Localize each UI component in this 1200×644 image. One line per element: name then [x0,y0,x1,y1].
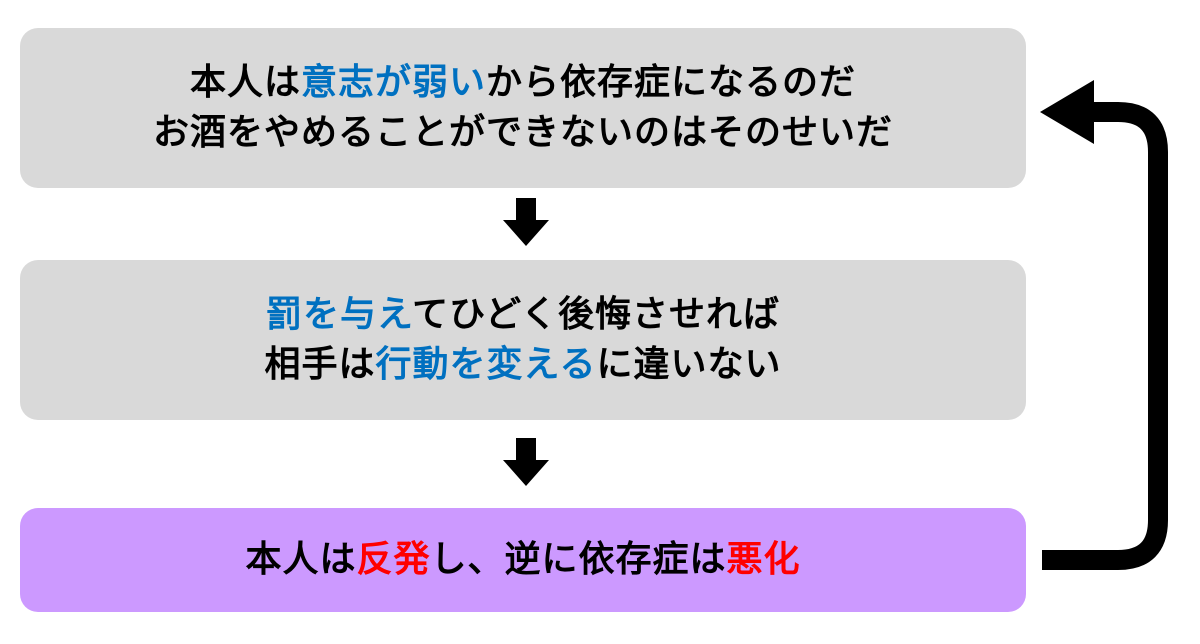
step-box-result: 本人は反発し、逆に依存症は悪化 [20,508,1026,612]
loop-back-arrow-head [1040,80,1094,144]
text-segment: 本人は [245,539,357,580]
text-segment: お酒をやめることができないのはそのせいだ [152,112,893,153]
text-segment: に違いない [596,344,782,385]
loop-back-arrow-line [1042,102,1168,570]
highlight-text-segment: 意志が弱い [300,62,486,103]
down-arrow-shape [503,198,549,246]
box-text-line: 本人は意志が弱いから依存症になるのだ [190,58,856,108]
down-arrow-icon [503,198,549,246]
step-box-punishment: 罰を与えてひどく後悔させれば相手は行動を変えるに違いない [20,260,1026,420]
down-arrow-icon [503,438,549,486]
step-box-belief: 本人は意志が弱いから依存症になるのだお酒をやめることができないのはそのせいだ [20,28,1026,188]
highlight-text-segment: 行動を変える [375,344,597,385]
down-arrow-shape [503,438,549,486]
box-text-line: 本人は反発し、逆に依存症は悪化 [245,535,800,585]
box-text-line: 相手は行動を変えるに違いない [265,340,782,390]
highlight-text-segment: 反発 [356,539,431,580]
text-segment: し、逆に依存症は [430,539,727,580]
highlight-text-segment: 罰を与え [265,294,413,335]
highlight-text-segment: 悪化 [726,539,801,580]
box-text-line: 罰を与えてひどく後悔させれば [266,290,780,340]
text-segment: 相手は [264,344,376,385]
loop-back-arrow-icon [1040,80,1168,570]
text-segment: てひどく後悔させれば [412,294,781,335]
box-text-line: お酒をやめることができないのはそのせいだ [153,108,893,158]
text-segment: から依存症になるのだ [486,62,857,103]
text-segment: 本人は [189,62,301,103]
